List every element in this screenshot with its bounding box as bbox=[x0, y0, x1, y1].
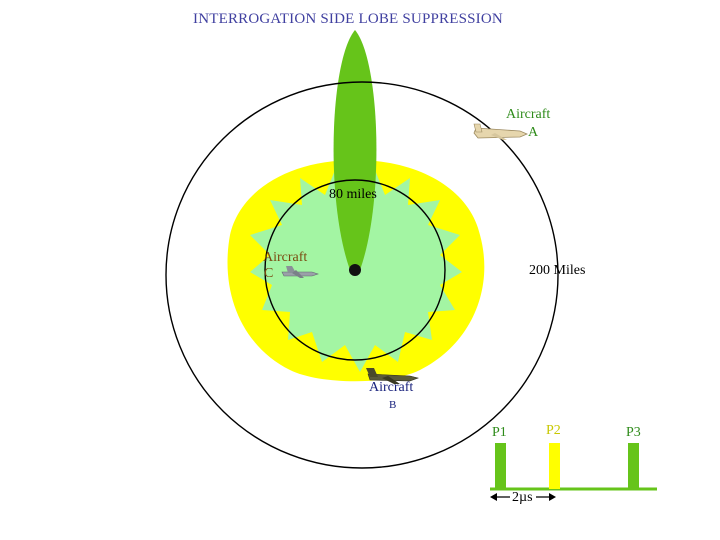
aircraft-c-letter: C bbox=[264, 266, 274, 281]
inner-range-label: 80 miles bbox=[329, 187, 377, 202]
diagram-title: INTERROGATION SIDE LOBE SUPPRESSION bbox=[193, 11, 503, 27]
range-ring-80-miles bbox=[264, 179, 446, 361]
pulse-p3-label: P3 bbox=[626, 425, 641, 440]
aircraft-c-icon bbox=[281, 266, 319, 278]
outer-range-label: 200 Miles bbox=[529, 263, 586, 278]
antenna-site-dot bbox=[349, 264, 361, 276]
pulse-p1-bar bbox=[495, 443, 506, 489]
pulse-p3-bar bbox=[628, 443, 639, 489]
spacing-arrow-left-head bbox=[490, 493, 497, 501]
pulse-spacing-label: 2µs bbox=[512, 490, 533, 505]
aircraft-b-letter: B bbox=[389, 399, 397, 411]
aircraft-a-icon bbox=[473, 123, 529, 140]
aircraft-a-letter: A bbox=[528, 125, 539, 140]
pulse-p2-bar bbox=[549, 443, 560, 489]
spacing-arrow-right-head bbox=[549, 493, 556, 501]
aircraft-c-label: Aircraft bbox=[263, 250, 308, 265]
pulse-p2-label: P2 bbox=[546, 423, 561, 438]
aircraft-b-label: Aircraft bbox=[369, 380, 414, 395]
range-ring-200-miles bbox=[165, 81, 559, 469]
aircraft-b-icon bbox=[366, 368, 420, 384]
aircraft-a-label: Aircraft bbox=[506, 107, 551, 122]
pulse-p1-label: P1 bbox=[492, 425, 507, 440]
main-beam bbox=[333, 30, 377, 270]
